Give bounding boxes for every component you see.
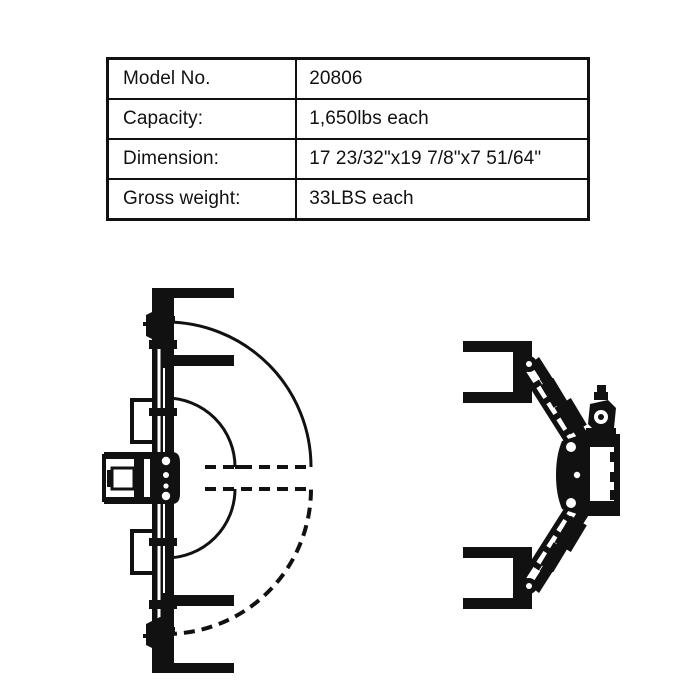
upper-pad-arm [143,288,234,368]
front-screw-head [586,385,616,435]
spec-table-body: Model No. 20806 Capacity: 1,650lbs each … [106,57,590,221]
spec-table: Model No. 20806 Capacity: 1,650lbs each … [106,57,590,221]
spec-value-capacity: 1,650lbs each [295,98,590,140]
clamp-front-view [463,341,620,609]
front-center-body [556,433,586,517]
spec-value-gross-weight: 33LBS each [295,178,590,221]
spec-label-gross-weight: Gross weight: [106,178,298,221]
rail-collars [149,316,177,634]
clamp-side-view [102,288,313,673]
spec-label-model: Model No. [106,57,298,100]
table-row: Capacity: 1,650lbs each [106,98,590,140]
front-upper-pad [463,341,532,403]
spec-label-dimension: Dimension: [106,138,298,180]
table-row: Model No. 20806 [106,57,590,100]
table-row: Dimension: 17 23/32"x19 7/8"x7 51/64" [106,138,590,180]
vertical-rail-column [152,288,174,673]
spec-label-capacity: Capacity: [106,98,298,140]
spec-value-model: 20806 [295,57,590,100]
front-lower-pad [463,547,532,609]
front-upper-arm [520,356,592,454]
rail-side-lugs [130,398,157,575]
lower-pad-arm [143,593,234,673]
front-housing-box [584,434,620,516]
front-lower-arm [520,496,592,594]
spec-value-dimension: 17 23/32"x19 7/8"x7 51/64" [295,138,590,180]
swing-arc-lower [165,487,313,636]
central-pivot-body [102,452,180,504]
table-row: Gross weight: 33LBS each [106,178,590,221]
swing-arc-upper [165,320,313,469]
